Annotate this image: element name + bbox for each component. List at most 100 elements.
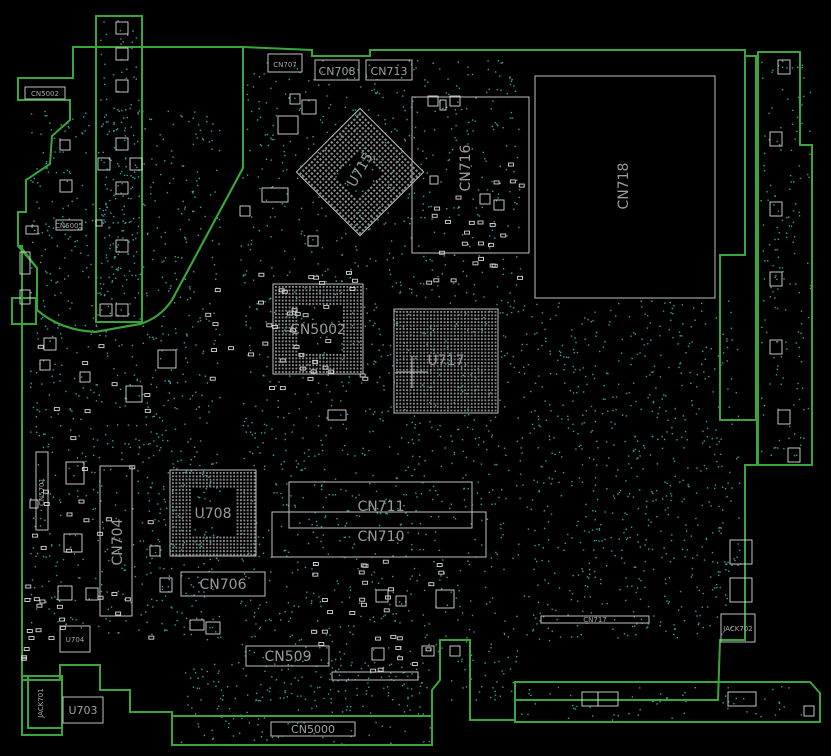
bga-ball <box>447 355 449 358</box>
bga-ball <box>447 362 449 364</box>
via <box>287 551 290 553</box>
bga-ball <box>343 343 345 346</box>
via <box>696 586 698 588</box>
via <box>349 586 351 588</box>
via <box>169 182 171 184</box>
via <box>91 471 93 473</box>
bga-ball <box>484 311 487 313</box>
via <box>200 699 202 701</box>
bga-ball <box>278 286 281 288</box>
via <box>408 610 410 612</box>
via <box>202 352 204 355</box>
via <box>379 418 381 420</box>
bga-ball <box>356 337 359 339</box>
via <box>440 588 443 590</box>
via <box>731 339 733 341</box>
via <box>451 462 453 465</box>
via <box>516 256 518 258</box>
via <box>567 418 569 421</box>
via <box>411 475 413 477</box>
via <box>411 292 413 294</box>
via <box>425 157 428 160</box>
via <box>473 331 475 333</box>
via <box>144 204 146 207</box>
via <box>647 397 649 399</box>
via <box>34 525 36 528</box>
bga-ball <box>302 357 305 360</box>
via <box>79 577 81 579</box>
via <box>572 348 575 351</box>
bga-ball <box>336 367 339 370</box>
via <box>727 707 729 710</box>
bga-ball <box>443 311 446 313</box>
via <box>796 130 798 133</box>
via <box>625 480 627 482</box>
bga-ball <box>484 317 487 320</box>
via <box>177 460 179 462</box>
via <box>790 149 793 151</box>
via <box>605 441 608 443</box>
bga-ball <box>281 326 284 329</box>
via <box>402 95 404 97</box>
bga-ball <box>309 286 311 288</box>
bga-ball <box>396 351 398 354</box>
via <box>153 249 155 252</box>
via <box>640 579 642 582</box>
via <box>286 483 288 485</box>
via <box>569 389 571 392</box>
via <box>606 372 608 374</box>
via <box>399 292 401 294</box>
via <box>57 620 59 623</box>
bga-ball <box>447 331 449 334</box>
via <box>74 245 76 248</box>
via <box>205 531 207 533</box>
bga-ball <box>372 138 376 142</box>
via <box>437 494 439 496</box>
via <box>125 77 128 79</box>
via <box>124 372 126 374</box>
via <box>438 295 440 298</box>
via <box>32 406 35 409</box>
via <box>106 352 109 354</box>
via <box>161 585 163 588</box>
via <box>127 197 130 200</box>
via <box>397 161 399 163</box>
via <box>679 362 682 364</box>
via <box>317 392 319 394</box>
via <box>171 490 174 493</box>
via <box>124 135 127 137</box>
bga-ball <box>450 334 453 337</box>
via <box>425 533 427 536</box>
via <box>703 464 706 467</box>
via <box>286 586 288 588</box>
bga-ball <box>298 367 301 370</box>
via <box>769 383 771 385</box>
via <box>194 111 196 113</box>
via <box>347 184 349 186</box>
bga-ball <box>275 360 277 363</box>
bga-ball <box>481 317 483 320</box>
via <box>434 490 437 492</box>
via <box>762 414 765 416</box>
bga-ball <box>329 367 332 370</box>
via <box>195 408 198 410</box>
via <box>284 93 287 95</box>
via <box>380 537 382 540</box>
bga-ball <box>399 362 402 364</box>
bga-ball <box>343 357 345 360</box>
via <box>354 455 356 457</box>
via <box>628 316 631 318</box>
via <box>319 686 321 689</box>
via <box>192 210 194 212</box>
bga-ball <box>464 362 466 364</box>
via <box>115 277 117 279</box>
via <box>303 321 305 324</box>
bga-ball <box>295 350 298 353</box>
via <box>277 736 280 738</box>
via <box>364 662 366 664</box>
via <box>700 470 702 472</box>
via <box>139 318 141 320</box>
via <box>118 538 121 540</box>
bga-ball <box>355 132 359 136</box>
via <box>72 118 74 120</box>
